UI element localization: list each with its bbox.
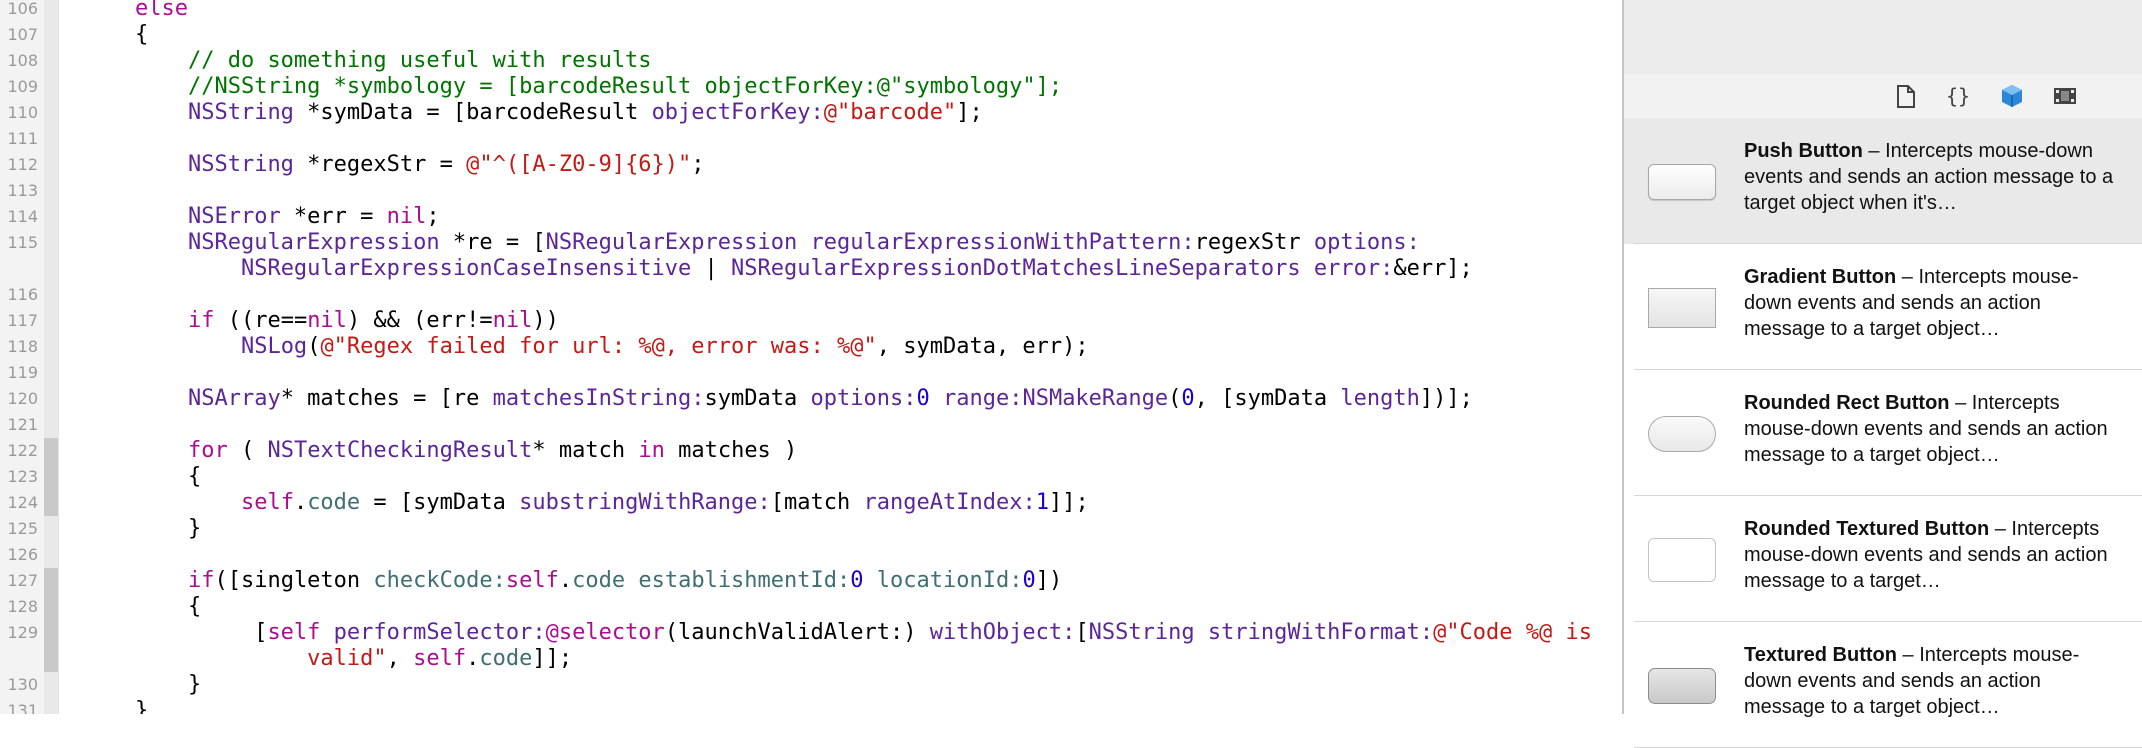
library-item-name: Textured Button	[1744, 644, 1897, 666]
button-preview-icon	[1648, 288, 1716, 328]
button-preview-icon	[1648, 668, 1716, 704]
code-line: NSString *regexStr = @"^([A-Z0-9]{6})";	[187, 152, 705, 177]
code-line: NSLog(@"Regex failed for url: %@, error …	[240, 334, 1089, 359]
code-line: if([singleton checkCode:self.code establ…	[187, 568, 1063, 593]
code-line: else	[134, 0, 188, 21]
line-number: 110	[7, 103, 38, 122]
utilities-library-panel: {} Push Button – Intercepts mouse-down e…	[1622, 0, 2142, 748]
object-library-list[interactable]: Push Button – Intercepts mouse-down even…	[1624, 118, 2142, 748]
library-selector-bar: {}	[1624, 74, 2142, 119]
line-number: 117	[7, 311, 38, 330]
line-number: 111	[7, 129, 38, 148]
code-line: {	[82, 594, 202, 619]
code-line: {	[82, 464, 202, 489]
button-preview-icon	[1648, 538, 1716, 582]
library-item-summary: – Intercepts mouse-down events and sends…	[1744, 266, 2079, 340]
line-number: 119	[7, 363, 38, 382]
fold-region[interactable]	[44, 438, 58, 516]
library-item-summary: – Intercepts mouse-down events and sends…	[1744, 644, 2080, 718]
line-number: 121	[7, 415, 38, 434]
code-line: valid", self.code]];	[307, 646, 573, 671]
line-number: 115	[7, 233, 38, 252]
line-number: 130	[7, 675, 38, 694]
line-number: 116	[7, 285, 38, 304]
code-line: NSString *symData = [barcodeResult objec…	[187, 100, 983, 125]
line-number: 108	[7, 51, 38, 70]
line-number: 120	[7, 389, 38, 408]
library-item-description: Gradient Button – Intercepts mouse-down …	[1744, 264, 2124, 342]
library-item-description: Textured Button – Intercepts mouse-down …	[1744, 642, 2124, 720]
code-editor[interactable]: 106 107 108 109 110 111 112 113 114 115 116 117 118 1…	[0, 0, 1622, 714]
library-item-name: Gradient Button	[1744, 266, 1897, 288]
code-line: //NSString *symbology = [barcodeResult o…	[187, 74, 1063, 99]
library-item-description: Rounded Textured Button – Intercepts mou…	[1744, 516, 2124, 594]
code-line: NSRegularExpression *re = [NSRegularExpr…	[187, 230, 1420, 255]
code-line: for ( NSTextCheckingResult* match in mat…	[187, 438, 798, 463]
code-line: self.code = [symData substringWithRange:…	[240, 490, 1089, 515]
line-number: 129	[7, 623, 38, 642]
line-number: 127	[7, 571, 38, 590]
code-line: [self performSelector:@selector(launchVa…	[82, 620, 1593, 645]
object-library-tab[interactable]	[1997, 82, 2027, 110]
source-code[interactable]: else { // do something useful with resul…	[0, 0, 1622, 714]
library-item-gradient[interactable]: Gradient Button – Intercepts mouse-down …	[1624, 244, 2142, 370]
line-number: 128	[7, 597, 38, 616]
library-item-description: Rounded Rect Button – Intercepts mouse-d…	[1744, 390, 2124, 468]
code-line: NSArray* matches = [re matchesInString:s…	[187, 386, 1473, 411]
line-number: 124	[7, 493, 38, 512]
code-line: }	[82, 672, 202, 697]
svg-text:{}: {}	[1946, 84, 1970, 108]
object-library-icon	[1997, 82, 2027, 110]
file-template-icon	[1890, 82, 1920, 110]
code-line: {	[82, 22, 149, 47]
code-snippet-tab[interactable]: {}	[1943, 82, 1973, 110]
line-number: 107	[7, 25, 38, 44]
line-number: 123	[7, 467, 38, 486]
code-line: }	[82, 516, 202, 541]
line-number: 118	[7, 337, 38, 356]
button-preview-icon	[1648, 164, 1716, 200]
divider	[1634, 495, 2142, 496]
library-item-rounded[interactable]: Rounded Rect Button – Intercepts mouse-d…	[1624, 370, 2142, 496]
media-library-icon	[2050, 82, 2080, 110]
media-library-tab[interactable]	[2050, 82, 2080, 110]
divider	[1634, 369, 2142, 370]
library-item-description: Push Button – Intercepts mouse-down even…	[1744, 138, 2124, 216]
library-item-textured[interactable]: Textured Button – Intercepts mouse-down …	[1624, 622, 2142, 748]
library-item-summary: – Intercepts mouse-down events and sends…	[1744, 392, 2108, 466]
line-number: 131	[7, 701, 38, 714]
library-item-summary: – Intercepts mouse-down events and sends…	[1744, 518, 2108, 592]
library-item-name: Rounded Rect Button	[1744, 392, 1950, 414]
file-template-tab[interactable]	[1890, 82, 1920, 110]
fold-region[interactable]	[44, 568, 58, 672]
line-number: 109	[7, 77, 38, 96]
library-item-name: Rounded Textured Button	[1744, 518, 1990, 540]
code-snippet-icon: {}	[1943, 82, 1973, 110]
line-number: 126	[7, 545, 38, 564]
library-item-summary: – Intercepts mouse-down events and sends…	[1744, 140, 2114, 214]
button-preview-icon	[1648, 416, 1716, 452]
line-number: 122	[7, 441, 38, 460]
divider	[1634, 243, 2142, 244]
line-number: 113	[7, 181, 38, 200]
code-line: NSRegularExpressionCaseInsensitive | NSR…	[240, 256, 1473, 281]
line-number-gutter: 106 107 108 109 110 111 112 113 114 115 116 117 118 1…	[0, 0, 59, 714]
inspector-area	[1624, 0, 2142, 75]
line-number: 125	[7, 519, 38, 538]
code-line: }	[82, 698, 149, 714]
code-folding-ribbon[interactable]	[44, 0, 58, 714]
library-item-roundtex[interactable]: Rounded Textured Button – Intercepts mou…	[1624, 496, 2142, 622]
divider	[1634, 621, 2142, 622]
code-line: // do something useful with results	[187, 48, 652, 73]
line-number: 106	[7, 0, 38, 18]
library-item-push[interactable]: Push Button – Intercepts mouse-down even…	[1624, 118, 2142, 244]
library-item-name: Push Button	[1744, 140, 1863, 162]
line-number: 114	[7, 207, 38, 226]
line-number: 112	[7, 155, 38, 174]
code-line: NSError *err = nil;	[187, 204, 440, 229]
code-line: if ((re==nil) && (err!=nil))	[187, 308, 559, 333]
